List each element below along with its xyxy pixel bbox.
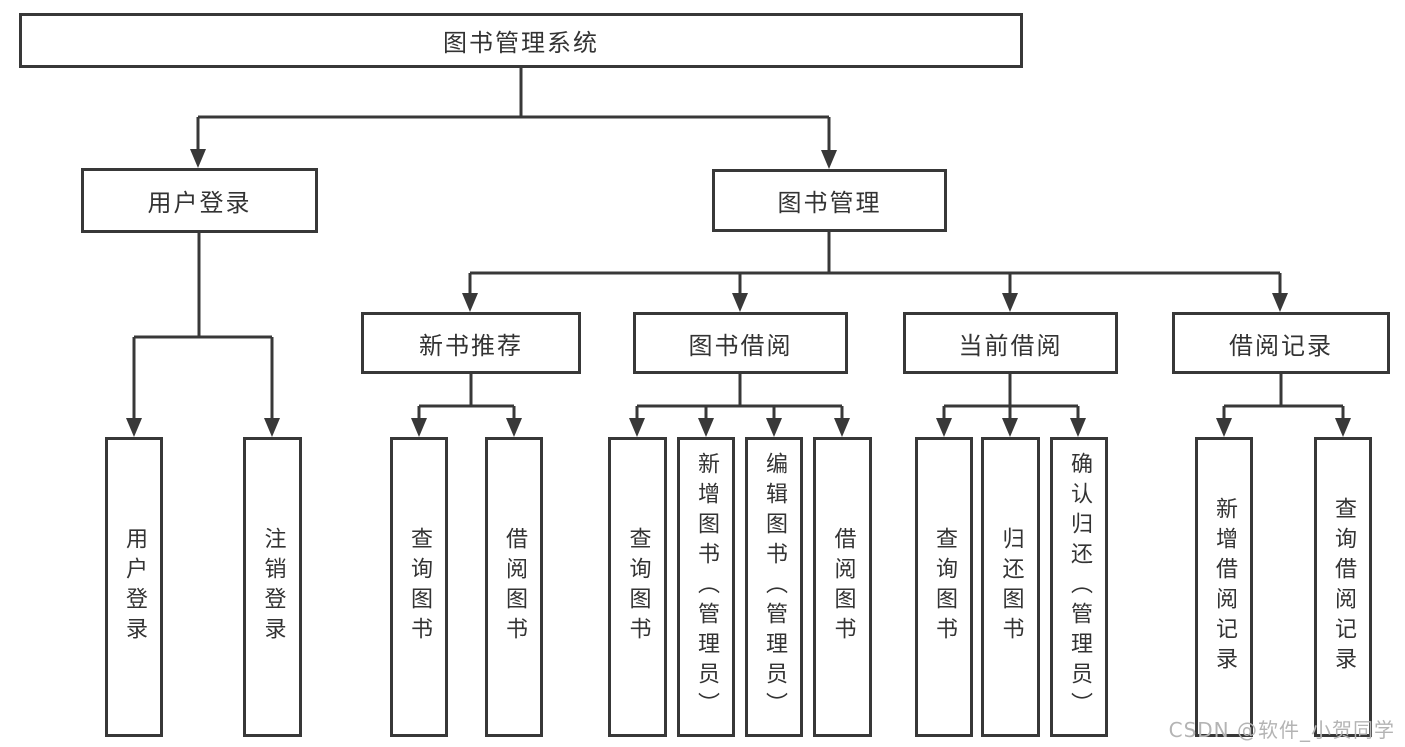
node-user-login-label: 用户登录	[147, 189, 252, 217]
leaf-add-borrow-record-label: 新增借阅记录	[1212, 497, 1237, 677]
leaf-query-books-recommend: 查询图书	[390, 437, 448, 737]
connector-bookmgmt-to-level3	[468, 232, 1282, 296]
node-book-management-label: 图书管理	[777, 189, 882, 217]
leaf-query-books-borrow-label: 查询图书	[625, 527, 651, 647]
arrowhead-icon	[629, 418, 645, 437]
leaf-return-book: 归还图书	[981, 437, 1040, 737]
leaf-query-books-recommend-label: 查询图书	[407, 527, 432, 647]
node-new-book-recommend: 新书推荐	[361, 312, 581, 374]
connector-root-to-level2	[196, 68, 831, 153]
leaf-borrow-books-recommend-label: 借阅图书	[502, 527, 527, 647]
connector-userlogin-to-leaves	[132, 233, 274, 421]
leaf-user-login: 用户登录	[105, 437, 163, 737]
arrowhead-icon	[462, 293, 478, 312]
connector-bookborrow-to-leaves	[635, 374, 844, 421]
node-new-book-recommend-label: 新书推荐	[419, 331, 523, 360]
leaf-query-borrow-record-label: 查询借阅记录	[1331, 497, 1356, 677]
node-book-borrowing-label: 图书借阅	[688, 331, 793, 360]
arrowhead-icon	[264, 418, 280, 437]
leaf-edit-book-admin: 编辑图书（管理员）	[745, 437, 803, 737]
node-current-borrowing-label: 当前借阅	[958, 331, 1063, 360]
node-user-login: 用户登录	[81, 168, 318, 233]
arrowhead-icon	[1070, 418, 1086, 437]
arrowhead-icon	[698, 418, 714, 437]
arrowhead-icon	[1002, 293, 1018, 312]
arrowhead-icon	[506, 418, 522, 437]
arrowhead-icon	[126, 418, 142, 437]
leaf-query-books-current-label: 查询图书	[932, 527, 957, 647]
node-book-borrowing: 图书借阅	[633, 312, 848, 374]
leaf-return-book-label: 归还图书	[998, 527, 1024, 647]
leaf-add-borrow-record: 新增借阅记录	[1195, 437, 1253, 737]
watermark: CSDN @软件_小贺同学	[1168, 718, 1395, 742]
leaf-user-login-label: 用户登录	[122, 527, 147, 647]
node-book-management: 图书管理	[712, 169, 947, 232]
leaf-borrow-books-recommend: 借阅图书	[485, 437, 543, 737]
arrowhead-icon	[821, 150, 837, 169]
arrowhead-icon	[1216, 418, 1232, 437]
arrowhead-icon	[1272, 293, 1288, 312]
node-current-borrowing: 当前借阅	[903, 312, 1118, 374]
leaf-query-borrow-record: 查询借阅记录	[1314, 437, 1372, 737]
arrowhead-icon	[411, 418, 427, 437]
leaf-borrow-books: 借阅图书	[813, 437, 872, 737]
connector-newbook-to-leaves	[417, 374, 516, 421]
leaf-confirm-return-admin: 确认归还（管理员）	[1050, 437, 1108, 737]
arrowhead-icon	[190, 149, 206, 168]
leaf-borrow-books-label: 借阅图书	[830, 527, 856, 647]
arrowhead-icon	[834, 418, 850, 437]
connector-currentborrow-to-leaves	[942, 374, 1080, 421]
leaf-logout-label: 注销登录	[260, 527, 286, 647]
arrowhead-icon	[936, 418, 952, 437]
arrowhead-icon	[766, 418, 782, 437]
node-borrowing-records-label: 借阅记录	[1229, 331, 1333, 360]
node-root-label: 图书管理系统	[443, 29, 599, 57]
leaf-logout: 注销登录	[243, 437, 302, 737]
arrowhead-icon	[732, 293, 748, 312]
leaf-query-books-borrow: 查询图书	[608, 437, 667, 737]
leaf-confirm-return-admin-label: 确认归还（管理员）	[1067, 452, 1092, 722]
node-root: 图书管理系统	[19, 13, 1023, 68]
node-borrowing-records: 借阅记录	[1172, 312, 1390, 374]
connector-borrowrecord-to-leaves	[1222, 374, 1345, 421]
leaf-add-book-admin: 新增图书（管理员）	[677, 437, 735, 737]
leaf-query-books-current: 查询图书	[915, 437, 973, 737]
arrowhead-icon	[1335, 418, 1351, 437]
leaf-edit-book-admin-label: 编辑图书（管理员）	[762, 452, 787, 722]
arrowhead-icon	[1002, 418, 1018, 437]
leaf-add-book-admin-label: 新增图书（管理员）	[694, 452, 719, 722]
